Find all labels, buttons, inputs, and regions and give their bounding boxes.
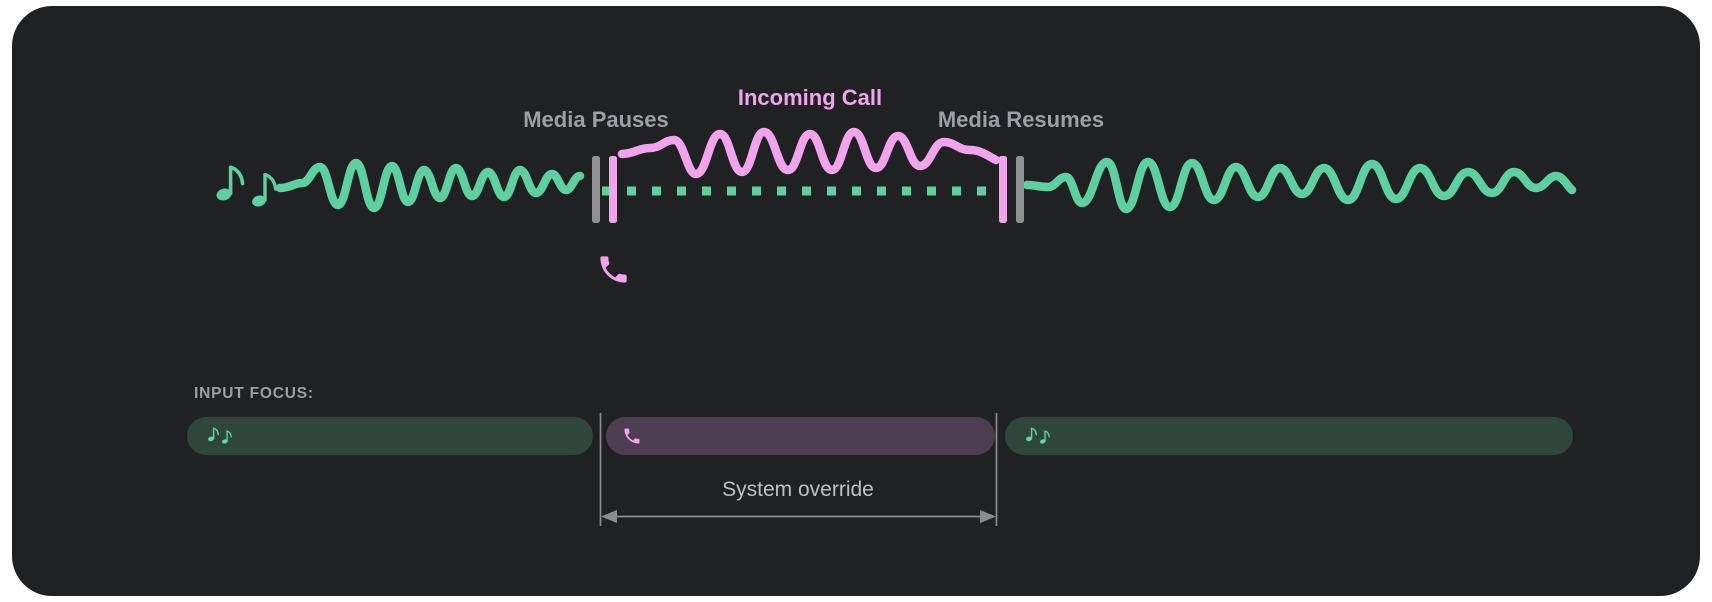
music-notes-icon [214,164,280,210]
system-override-label: System override [722,478,874,501]
media-resumes-label: Media Resumes [937,107,1105,132]
music-notes-icon [1025,427,1051,445]
input-focus-heading: INPUT FOCUS: [194,385,314,402]
music-notes-icon [207,427,233,445]
diagram-card [12,6,1700,596]
phone-icon [622,426,642,446]
focus-segment-call [606,417,995,455]
focus-segment-media-before [187,417,593,455]
focus-segment-media-after [1005,417,1573,455]
incoming-call-label: Incoming Call [737,85,883,110]
phone-icon [596,252,631,287]
